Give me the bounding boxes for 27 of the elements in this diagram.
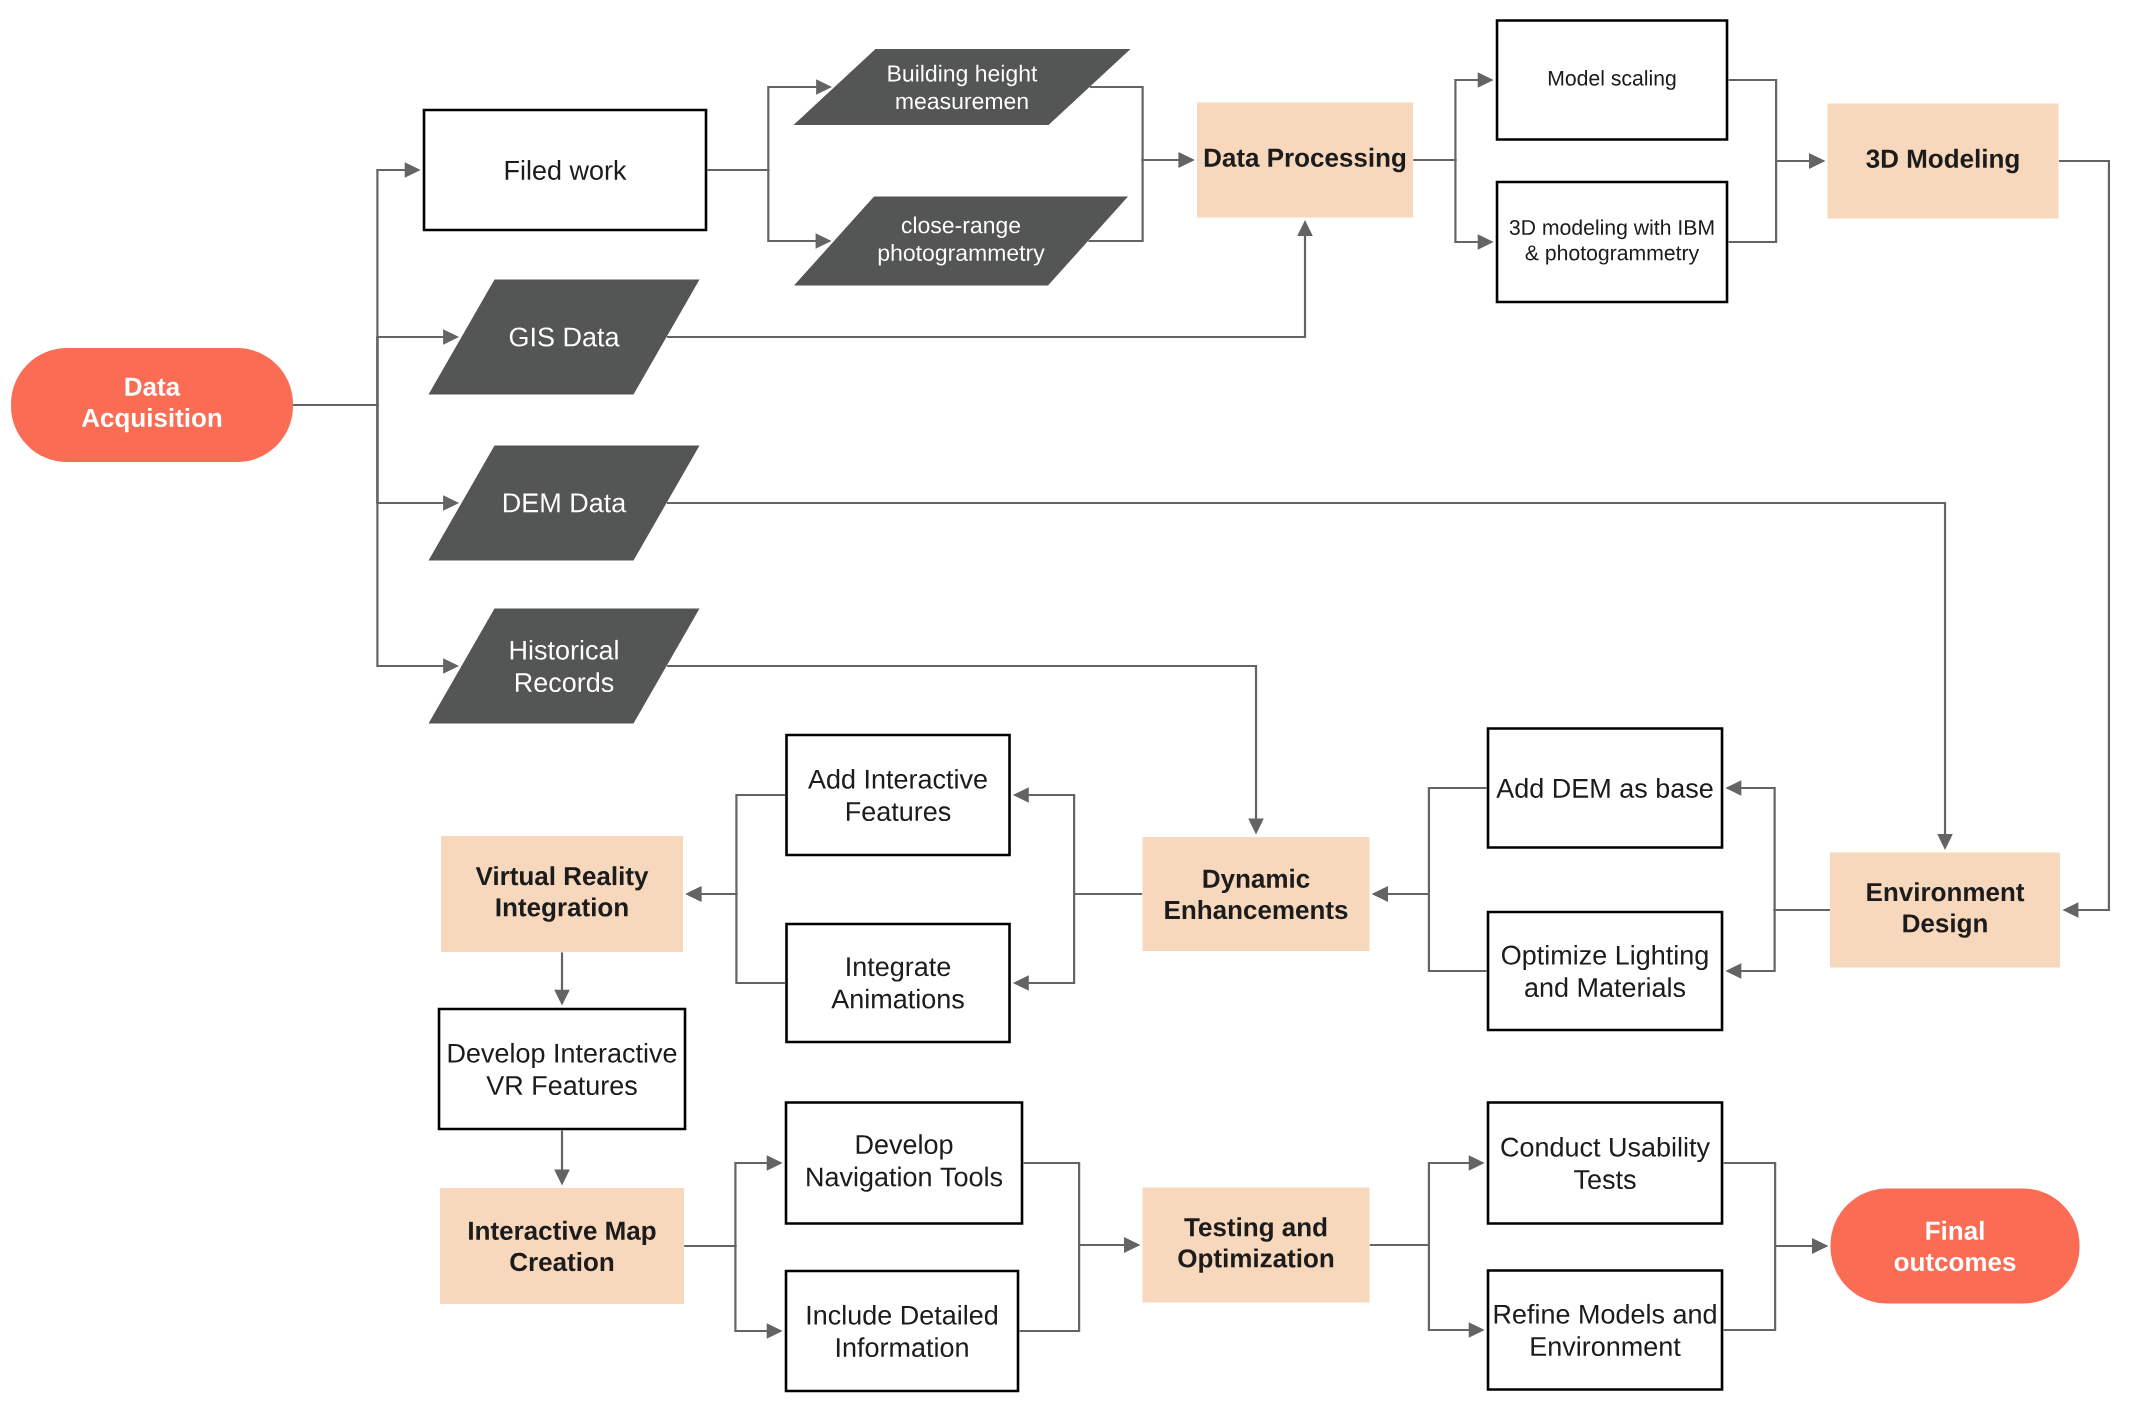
process-box: Model scaling bbox=[1495, 19, 1729, 141]
stage-box: Testing and Optimization bbox=[1142, 1187, 1370, 1303]
arrow bbox=[2058, 159, 2111, 918]
process-box: Develop Interactive VR Features bbox=[437, 1007, 687, 1131]
data-parallelogram: close-range photogrammetry bbox=[794, 196, 1128, 286]
stage-box: Interactive Map Creation bbox=[440, 1188, 684, 1304]
process-box: Refine Models and Environment bbox=[1486, 1269, 1724, 1391]
process-box: Conduct Usability Tests bbox=[1486, 1101, 1724, 1225]
data-parallelogram: DEM Data bbox=[428, 445, 700, 561]
process-box: 3D modeling with IBM & photogrammetry bbox=[1495, 180, 1729, 304]
process-box: Include Detailed Information bbox=[784, 1269, 1020, 1393]
process-box: Integrate Animations bbox=[785, 922, 1011, 1044]
terminal-pill: Final outcomes bbox=[1830, 1188, 2080, 1304]
process-box: Filed work bbox=[422, 108, 708, 232]
stage-box: Data Processing bbox=[1197, 102, 1413, 218]
process-box: Optimize Lighting and Materials bbox=[1486, 910, 1724, 1032]
data-parallelogram: Building height measuremen bbox=[793, 49, 1131, 125]
terminal-pill: Data Acquisition bbox=[11, 348, 293, 462]
stage-box: Virtual Reality Integration bbox=[441, 836, 683, 952]
stage-box: Dynamic Enhancements bbox=[1142, 837, 1370, 951]
data-parallelogram: GIS Data bbox=[428, 279, 700, 395]
stage-box: 3D Modeling bbox=[1827, 103, 2059, 219]
process-box: Add Interactive Features bbox=[785, 733, 1011, 857]
data-parallelogram: Historical Records bbox=[428, 608, 700, 724]
process-box: Develop Navigation Tools bbox=[784, 1101, 1024, 1225]
process-box: Add DEM as base bbox=[1486, 727, 1724, 849]
stage-box: Environment Design bbox=[1830, 852, 2061, 968]
